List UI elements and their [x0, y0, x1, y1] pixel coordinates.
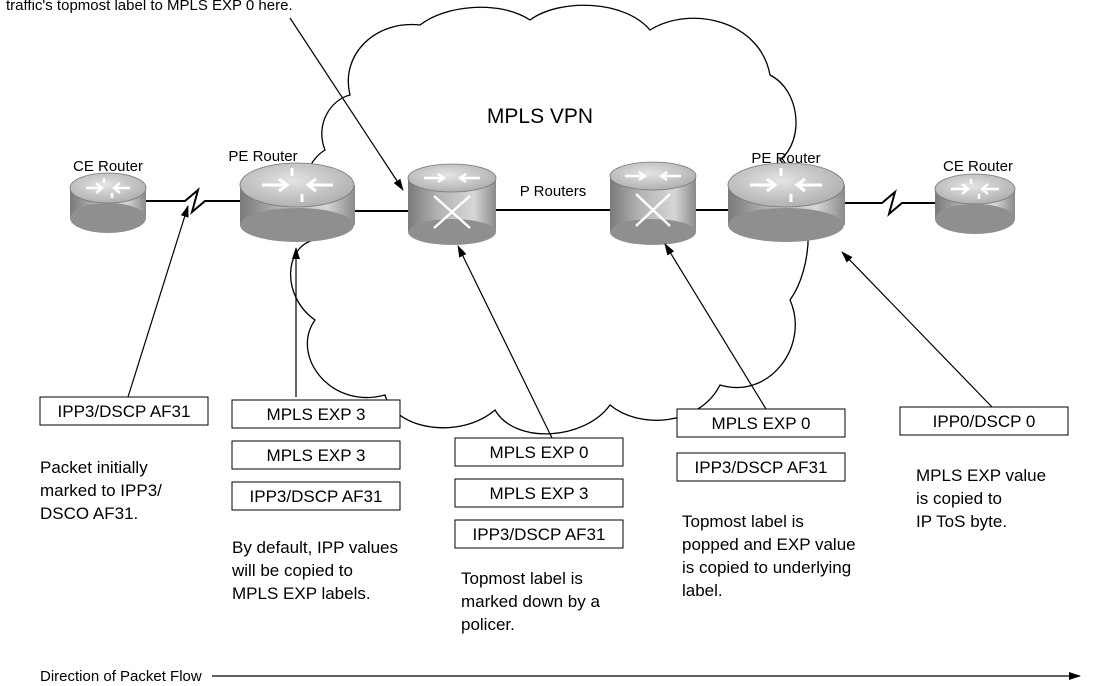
stack-ce-ingress: IPP3/DSCP AF31 [39, 396, 209, 426]
atm-switch-icon [424, 173, 480, 229]
stack-p-second: MPLS EXP 0 IPP3/DSCP AF31 [676, 408, 846, 482]
router-icon [262, 168, 333, 202]
stack-label: IPP3/DSCP AF31 [695, 458, 828, 477]
router-icon [951, 179, 999, 199]
note-line: DSCO AF31. [40, 504, 138, 523]
stack-pe-ingress: MPLS EXP 3 MPLS EXP 3 IPP3/DSCP AF31 [231, 399, 401, 511]
pointer-arrow-ce-ingress [127, 205, 189, 398]
router-icon [750, 168, 822, 202]
top-annotation: traffic's topmost label to MPLS EXP 0 he… [6, 0, 293, 14]
p-routers-label: P Routers [520, 183, 586, 200]
p-router-1 [407, 163, 497, 245]
p-router-2 [609, 161, 697, 245]
stack-label: MPLS EXP 3 [267, 405, 366, 424]
cloud-label: MPLS VPN [487, 105, 593, 128]
note-line: will be copied to [231, 561, 353, 580]
ce-router-right-label: CE Router [943, 158, 1013, 175]
ce-router-right [934, 173, 1016, 234]
note-line: MPLS EXP labels. [232, 584, 371, 603]
note-line: Topmost label is [682, 512, 804, 531]
stack-label: MPLS EXP 3 [267, 446, 366, 465]
ce-router-left [69, 172, 147, 233]
note-line: IP ToS byte. [916, 512, 1007, 531]
mpls-vpn-cloud [289, 4, 809, 435]
stack-label: MPLS EXP 0 [490, 443, 589, 462]
note-line: By default, IPP values [232, 538, 398, 557]
note-line: MPLS EXP value [916, 466, 1046, 485]
note-p-second: Topmost label is popped and EXP value is… [682, 512, 856, 600]
note-line: policer. [461, 615, 515, 634]
note-line: marked to IPP3/ [40, 481, 162, 500]
note-p-first: Topmost label is marked down by a police… [461, 569, 600, 634]
pointer-arrow-top [289, 17, 404, 191]
stack-label: IPP0/DSCP 0 [933, 412, 1036, 431]
router-icon [86, 178, 130, 198]
stack-label: IPP3/DSCP AF31 [473, 525, 606, 544]
note-pe-ingress: By default, IPP values will be copied to… [231, 538, 398, 603]
note-line: is copied to underlying [682, 558, 851, 577]
stack-p-first: MPLS EXP 0 MPLS EXP 3 IPP3/DSCP AF31 [454, 437, 624, 549]
note-line: marked down by a [461, 592, 600, 611]
pe-router-left [239, 162, 355, 242]
note-line: Topmost label is [461, 569, 583, 588]
pe-router-right [727, 162, 845, 242]
stack-label: MPLS EXP 0 [712, 414, 811, 433]
ce-router-left-label: CE Router [73, 158, 143, 175]
flow-direction-label: Direction of Packet Flow [40, 668, 202, 685]
stack-label: IPP3/DSCP AF31 [250, 487, 383, 506]
note-line: is copied to [916, 489, 1002, 508]
atm-switch-icon [625, 171, 681, 227]
pe-router-left-label: PE Router [228, 148, 297, 165]
stack-label: MPLS EXP 3 [490, 484, 589, 503]
pointer-arrow-p-first [457, 245, 553, 439]
stack-pe-egress: IPP0/DSCP 0 [899, 406, 1069, 436]
wan-link-left [145, 187, 240, 215]
pointer-arrow-pe-egress [841, 251, 993, 408]
wan-link-right [845, 189, 935, 217]
pe-router-right-label: PE Router [751, 150, 820, 167]
note-line: Packet initially [40, 458, 148, 477]
note-pe-egress: MPLS EXP value is copied to IP ToS byte. [916, 466, 1046, 531]
note-line: label. [682, 581, 723, 600]
stack-label: IPP3/DSCP AF31 [58, 402, 191, 421]
note-ce-ingress: Packet initially marked to IPP3/ DSCO AF… [40, 458, 162, 523]
pointer-arrow-p-second [664, 243, 767, 410]
note-line: popped and EXP value [682, 535, 856, 554]
